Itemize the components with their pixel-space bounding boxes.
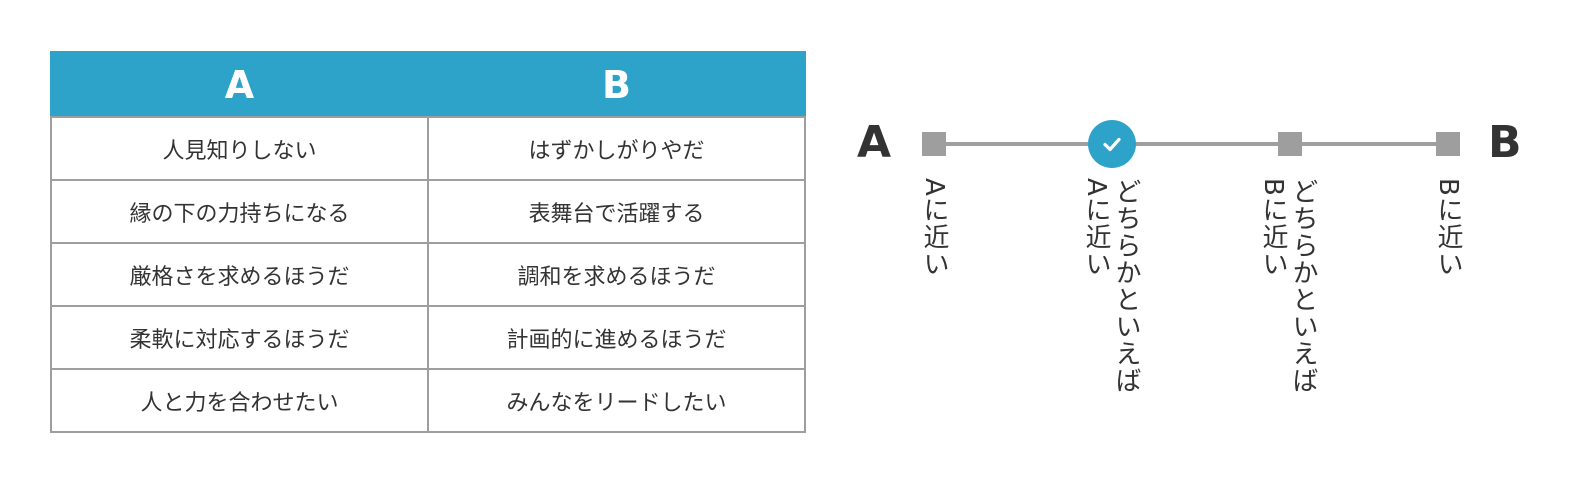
table-cell-a: 厳格さを求めるほうだ: [50, 242, 429, 307]
scale-line: [934, 142, 1448, 146]
table-cell-a: 柔軟に対応するほうだ: [50, 305, 429, 370]
scale-right-label: B: [1488, 117, 1522, 168]
scale-option-1-marker[interactable]: [922, 132, 946, 156]
table-row: 縁の下の力持ちになる 表舞台で活躍する: [50, 179, 806, 244]
table-cell-a: 人と力を合わせたい: [50, 368, 429, 433]
scale-option-2-marker-selected[interactable]: [1088, 120, 1136, 168]
scale-option-1-label: Aに近い: [919, 178, 949, 278]
scale-option-4-marker[interactable]: [1436, 132, 1460, 156]
column-header-b: B: [427, 51, 806, 118]
table-header-row: A B: [50, 51, 806, 118]
table-row: 人と力を合わせたい みんなをリードしたい: [50, 368, 806, 433]
table-cell-b: みんなをリードしたい: [427, 368, 806, 433]
table-cell-a: 人見知りしない: [50, 116, 429, 181]
table-cell-b: 調和を求めるほうだ: [427, 242, 806, 307]
table-row: 厳格さを求めるほうだ 調和を求めるほうだ: [50, 242, 806, 307]
scale-option-2-label: どちらかといえば Aに近い: [1081, 178, 1141, 394]
table-cell-b: はずかしがりやだ: [427, 116, 806, 181]
check-icon: [1103, 137, 1121, 152]
table-cell-b: 表舞台で活躍する: [427, 179, 806, 244]
scale-left-label: A: [857, 117, 892, 168]
table-cell-a: 縁の下の力持ちになる: [50, 179, 429, 244]
table-cell-b: 計画的に進めるほうだ: [427, 305, 806, 370]
scale-option-4-label: Bに近い: [1433, 178, 1463, 278]
table-row: 人見知りしない はずかしがりやだ: [50, 116, 806, 181]
comparison-table: A B 人見知りしない はずかしがりやだ 縁の下の力持ちになる 表舞台で活躍する…: [50, 51, 806, 433]
table-row: 柔軟に対応するほうだ 計画的に進めるほうだ: [50, 305, 806, 370]
column-header-a: A: [50, 51, 429, 118]
scale-option-3-marker[interactable]: [1278, 132, 1302, 156]
scale-option-3-label: どちらかといえば Bに近い: [1258, 178, 1318, 394]
